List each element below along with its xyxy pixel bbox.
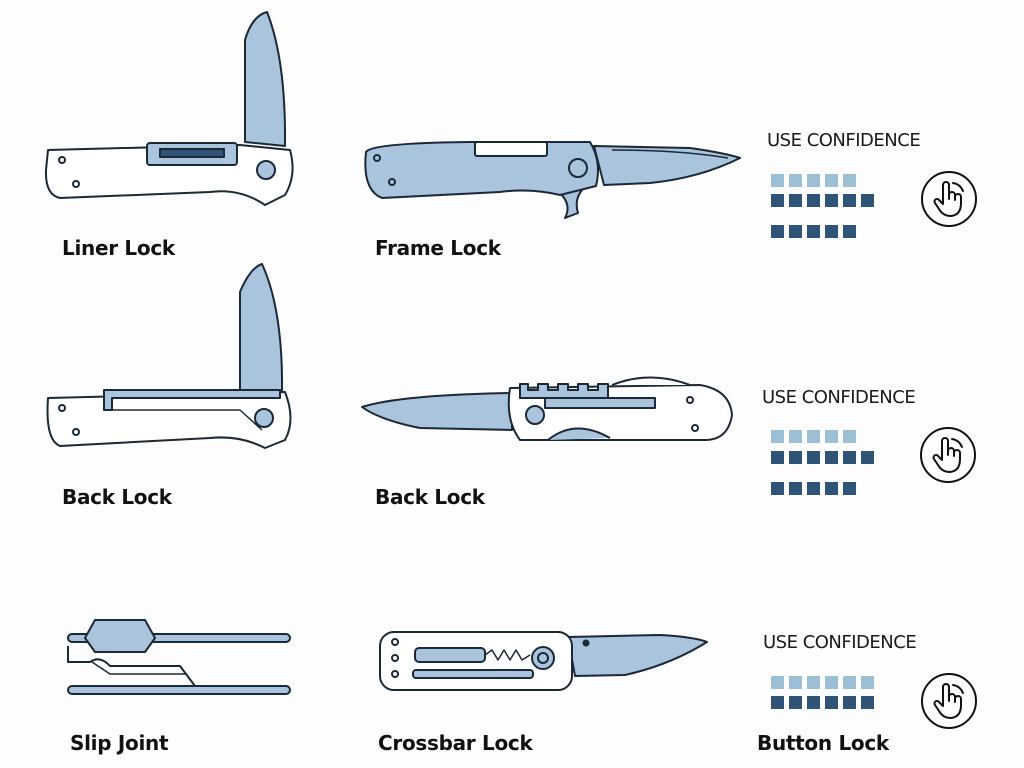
confidence-square-dark (843, 482, 856, 495)
confidence-square-light (843, 174, 856, 187)
knife-label-button-lock: Button Lock (757, 731, 889, 755)
confidence-square-dark (843, 451, 856, 464)
confidence-row (771, 194, 874, 207)
confidence-square-dark (789, 482, 802, 495)
confidence-square-dark (789, 696, 802, 709)
confidence-square-light (771, 430, 784, 443)
confidence-square-light (861, 676, 874, 689)
confidence-square-light (789, 174, 802, 187)
confidence-square-dark (807, 451, 820, 464)
use-confidence-title: USE CONFIDENCE (767, 130, 921, 151)
confidence-row (771, 451, 874, 464)
confidence-square-dark (807, 482, 820, 495)
confidence-square-dark (843, 194, 856, 207)
back-lock-knife-upright (46, 263, 292, 449)
confidence-row (771, 696, 874, 709)
confidence-square-light (771, 174, 784, 187)
knife-label-back-lock: Back Lock (62, 485, 172, 509)
knife-label-liner-lock: Liner Lock (62, 236, 175, 260)
confidence-row (771, 225, 856, 238)
knife-label-slip-joint: Slip Joint (70, 731, 169, 755)
knife-label-back-lock-2: Back Lock (375, 485, 485, 509)
confidence-row (771, 430, 856, 443)
confidence-square-dark (825, 482, 838, 495)
confidence-square-dark (825, 451, 838, 464)
confidence-row (771, 676, 874, 689)
confidence-square-light (825, 676, 838, 689)
back-lock-knife-open (361, 376, 733, 441)
slip-joint-knife (67, 619, 291, 695)
confidence-square-dark (807, 696, 820, 709)
confidence-square-dark (825, 225, 838, 238)
confidence-square-dark (861, 451, 874, 464)
confidence-square-dark (807, 225, 820, 238)
use-confidence-title: USE CONFIDENCE (763, 632, 917, 653)
hand-pointer-icon (921, 171, 977, 227)
confidence-row (771, 174, 856, 187)
confidence-square-light (789, 430, 802, 443)
hand-pointer-icon (921, 673, 977, 729)
confidence-square-light (789, 676, 802, 689)
confidence-square-dark (825, 696, 838, 709)
confidence-square-light (825, 174, 838, 187)
confidence-square-dark (771, 194, 784, 207)
confidence-square-dark (771, 482, 784, 495)
confidence-square-light (843, 676, 856, 689)
confidence-square-dark (861, 696, 874, 709)
confidence-square-dark (789, 451, 802, 464)
confidence-square-dark (771, 696, 784, 709)
confidence-square-dark (843, 696, 856, 709)
frame-lock-knife (364, 141, 741, 219)
confidence-square-dark (771, 225, 784, 238)
knife-label-crossbar-lock: Crossbar Lock (378, 731, 533, 755)
confidence-square-dark (771, 451, 784, 464)
confidence-square-dark (789, 194, 802, 207)
confidence-square-dark (861, 194, 874, 207)
knife-label-frame-lock: Frame Lock (375, 236, 501, 260)
hand-pointer-icon (920, 427, 976, 483)
crossbar-lock-knife (379, 631, 708, 691)
confidence-square-dark (807, 194, 820, 207)
use-confidence-title: USE CONFIDENCE (762, 387, 916, 408)
confidence-square-light (843, 430, 856, 443)
confidence-square-light (771, 676, 784, 689)
confidence-square-dark (789, 225, 802, 238)
confidence-square-dark (825, 194, 838, 207)
confidence-row (771, 482, 856, 495)
confidence-square-light (825, 430, 838, 443)
confidence-square-dark (843, 225, 856, 238)
confidence-square-light (807, 430, 820, 443)
liner-lock-knife (44, 11, 294, 206)
confidence-square-light (807, 676, 820, 689)
confidence-square-light (807, 174, 820, 187)
